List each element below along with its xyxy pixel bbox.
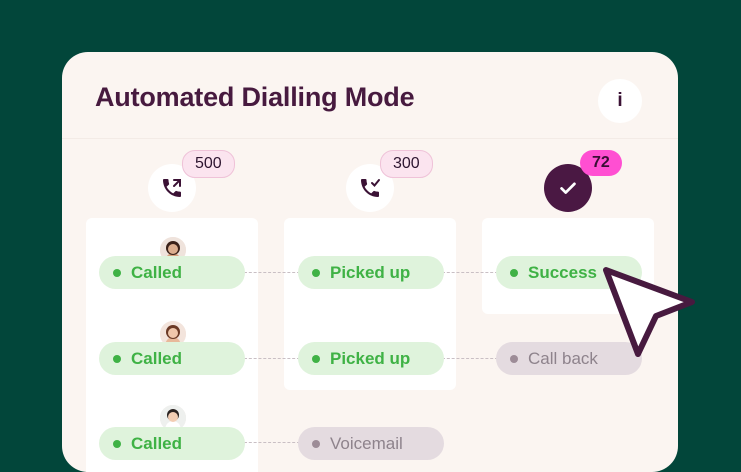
pill-label: Voicemail (330, 433, 403, 453)
status-pill-called: Called (99, 342, 245, 375)
status-dot (510, 354, 518, 363)
status-dot (113, 354, 121, 363)
status-dot (312, 268, 320, 277)
divider (62, 138, 678, 139)
mouse-cursor-icon (598, 264, 698, 369)
info-button[interactable]: i (598, 79, 642, 123)
status-dot (312, 439, 320, 448)
status-pill-picked-up: Picked up (298, 256, 444, 289)
pill-label: Called (131, 262, 183, 282)
status-dot (113, 268, 121, 277)
connector (442, 358, 498, 359)
status-dot (312, 354, 320, 363)
connector (442, 272, 498, 273)
status-pill-voicemail: Voicemail (298, 427, 444, 460)
status-dot (113, 439, 121, 448)
status-pill-called: Called (99, 427, 245, 460)
pill-label: Success (528, 262, 597, 282)
pill-label: Called (131, 348, 183, 368)
connector (244, 358, 300, 359)
pill-label: Picked up (330, 348, 411, 368)
called-count-badge: 500 (182, 150, 235, 178)
info-icon: i (617, 90, 623, 111)
automated-dialling-panel: Automated Dialling Mode i 500 300 72 (62, 52, 678, 472)
connector (244, 442, 300, 443)
pill-label: Called (131, 433, 183, 453)
pill-label: Picked up (330, 262, 411, 282)
panel-title: Automated Dialling Mode (95, 82, 415, 112)
connector (244, 272, 300, 273)
status-dot (510, 268, 518, 277)
pill-label: Call back (528, 348, 598, 368)
avatar (159, 404, 187, 432)
status-pill-called: Called (99, 256, 245, 289)
picked-up-count-badge: 300 (380, 150, 433, 178)
status-pill-picked-up: Picked up (298, 342, 444, 375)
status-pill-call-back: Call back (496, 342, 642, 375)
success-count-badge: 72 (580, 150, 622, 176)
